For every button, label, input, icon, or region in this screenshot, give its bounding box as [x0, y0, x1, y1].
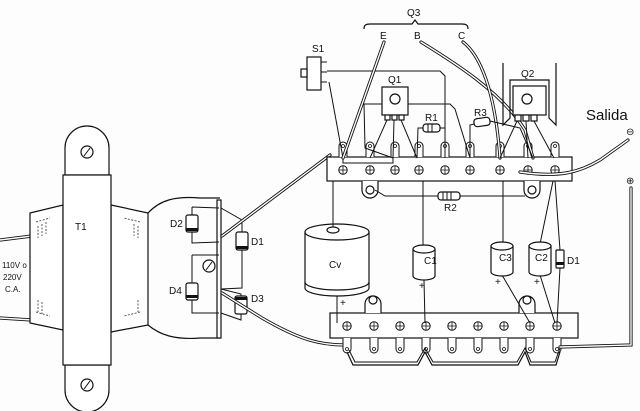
q3-label: Q3 [407, 8, 421, 19]
resistor-r1-label: R1 [425, 113, 438, 124]
diode-d4-label: D4 [169, 286, 182, 297]
capacitor-c3-label: C3 [499, 253, 512, 264]
transistor-q2: Q2 [499, 63, 557, 159]
capacitor-c2-label: C2 [535, 253, 548, 264]
q3-pin-c: C [458, 31, 465, 42]
output-positive-symbol: ⊕ [626, 176, 634, 187]
terminal-lug [525, 338, 535, 354]
switch-label: S1 [312, 44, 325, 55]
terminal-screw-icon [552, 321, 562, 331]
mounting-screw-icon [365, 185, 375, 195]
input-voltage-line-2: 220V [3, 273, 22, 282]
switch-s1: S1 [300, 44, 446, 159]
q3-pin-b: B [414, 31, 421, 42]
terminal-screw-icon [495, 165, 505, 175]
terminal-screw-icon [447, 321, 457, 331]
terminal-screw-icon [440, 165, 450, 175]
terminal-screw-icon [395, 321, 405, 331]
transformer-label: T1 [75, 222, 87, 233]
dc-wires [220, 153, 347, 347]
terminal-lug [473, 338, 483, 354]
ac-input-wires [0, 234, 34, 322]
output-diode-label: D1 [567, 256, 580, 267]
terminal-lug [552, 338, 562, 354]
capacitor-c2: C2 + [528, 180, 556, 324]
terminal-screw-icon [338, 165, 348, 175]
capacitor-c3-polarity: + [495, 277, 501, 288]
terminal-screw-icon [499, 321, 509, 331]
terminal-lug [447, 338, 457, 354]
terminal-screw-icon [525, 321, 535, 331]
filter-capacitor-polarity: + [340, 298, 346, 309]
output-diode-d1: D1 [554, 180, 580, 324]
diode-d1 [235, 231, 249, 251]
terminal-lug [499, 338, 509, 354]
transistor-q3-leads: Q3 E B C [341, 8, 535, 160]
transistor-q1: Q1 [363, 75, 471, 159]
capacitor-c1-polarity: + [419, 281, 425, 292]
diode-d1-label: D1 [251, 237, 264, 248]
terminal-screw-icon [369, 321, 379, 331]
terminal-screw-icon [473, 321, 483, 331]
terminal-lug [550, 141, 560, 157]
capacitor-c3: C3 + [490, 181, 531, 324]
capacitor-c1-label: C1 [424, 256, 437, 267]
resistor-r1: R1 [416, 113, 446, 159]
resistor-r2-label: R2 [444, 203, 457, 214]
capacitor-c1: C1 + [412, 181, 437, 324]
resistor-r2: R2 [374, 189, 525, 214]
terminal-lug [390, 141, 400, 157]
mounting-screw-icon [527, 185, 537, 195]
output-terminals: Salida ⊖ ⊕ [518, 107, 634, 349]
terminal-lug [369, 338, 379, 354]
input-voltage-line-1: 110V o [2, 261, 27, 270]
output-label: Salida [586, 107, 628, 124]
q1-label: Q1 [388, 75, 402, 86]
diode-d2-label: D2 [170, 219, 183, 230]
mounting-screw-icon [368, 295, 378, 305]
top-terminal-strip [326, 141, 573, 199]
terminal-screw-icon [421, 321, 431, 331]
diode-d3-label: D3 [251, 294, 264, 305]
resistor-r3: R3 [469, 108, 534, 159]
terminal-screw-icon [365, 165, 375, 175]
terminal-lug [395, 338, 405, 354]
capacitor-c2-polarity: + [534, 277, 540, 288]
mounting-screw-icon [522, 295, 532, 305]
q2-label: Q2 [521, 69, 535, 80]
bottom-terminal-strip [329, 295, 579, 366]
terminal-screw-icon [390, 165, 400, 175]
transformer-t1: T1 110V o 220V C.A. [2, 125, 149, 411]
terminal-screw-icon [465, 165, 475, 175]
q3-pin-e: E [380, 31, 387, 42]
input-voltage-line-3: C.A. [5, 285, 21, 294]
terminal-screw-icon [414, 165, 424, 175]
output-negative-symbol: ⊖ [626, 127, 634, 138]
resistor-r3-label: R3 [474, 108, 487, 119]
terminal-lug [414, 141, 424, 157]
filter-capacitor-label: Cv [329, 260, 341, 271]
filter-capacitor-cv: Cv + [304, 181, 370, 323]
diode-d2 [185, 214, 199, 233]
terminal-screw-icon [342, 321, 352, 331]
